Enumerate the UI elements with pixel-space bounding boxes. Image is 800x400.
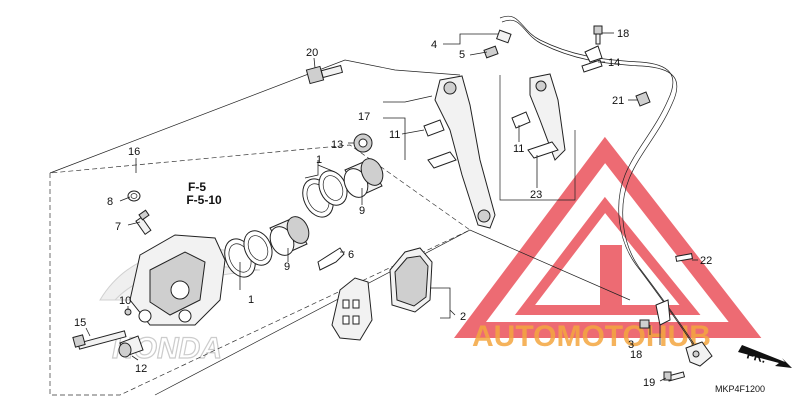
callout-11a: 11 <box>389 129 400 141</box>
bracket-subassembly-frame <box>499 75 576 201</box>
sensor-bolt <box>663 371 686 382</box>
callout-4: 4 <box>431 39 437 51</box>
reference-label-2: F-5-10 <box>186 193 222 207</box>
callout-23: 23 <box>530 189 542 201</box>
caliper-mounting-bolt <box>305 64 344 85</box>
callout-8: 8 <box>107 196 113 208</box>
callout-17: 17 <box>358 111 370 123</box>
bracket-pin-clip-main <box>423 119 445 137</box>
caliper-upper-frame <box>49 59 461 174</box>
callout-15: 15 <box>74 317 86 329</box>
piston-seal-set-upper <box>302 170 348 218</box>
watermark-text: AUTOMOTOHUB <box>472 320 711 353</box>
callout-13: 13 <box>331 139 343 151</box>
bleeder-cap <box>127 190 141 202</box>
sensor-connector <box>496 29 512 44</box>
watermark-triangle-logo <box>454 136 762 338</box>
wheel-speed-sensor <box>685 341 713 367</box>
pad-group-frame <box>154 229 631 396</box>
brake-pad-rear <box>389 247 433 313</box>
piston-seal-set-lower <box>224 230 273 278</box>
sensor-pin <box>675 253 693 262</box>
sensor-clamp-lower <box>639 299 671 329</box>
callout-14: 14 <box>608 57 620 69</box>
diagram-code: MKP4F1200 <box>715 384 765 394</box>
callout-19: 19 <box>643 377 655 389</box>
caliper-bracket <box>427 75 496 229</box>
wire-collar <box>635 91 651 107</box>
leader-lines <box>85 32 698 382</box>
piston-lower <box>269 216 310 256</box>
wire-clamp <box>581 45 603 73</box>
callout-2: 2 <box>460 311 466 323</box>
callout-1a: 1 <box>316 154 322 166</box>
front-direction-arrow <box>738 345 792 368</box>
bracket-pin-clip-sub <box>511 111 531 129</box>
callout-18b: 18 <box>630 349 642 361</box>
caliper-body <box>129 234 226 326</box>
callout-9b: 9 <box>284 261 290 273</box>
reference-label-1: F-5 <box>188 180 206 194</box>
callout-9a: 9 <box>359 205 365 217</box>
pad-spring <box>317 247 345 271</box>
callout-21: 21 <box>612 95 624 107</box>
callout-12: 12 <box>135 363 147 375</box>
caliper-assembly-outline <box>49 144 471 396</box>
callout-20: 20 <box>306 47 318 59</box>
bleeder-screw <box>135 209 152 235</box>
pad-pin-bolt <box>72 330 127 350</box>
callout-10: 10 <box>119 295 131 307</box>
sensor-wire-harness <box>499 15 701 363</box>
callout-22: 22 <box>700 255 712 267</box>
callout-3: 3 <box>628 339 634 351</box>
bracket-subassembly <box>527 73 566 161</box>
callout-5: 5 <box>459 49 465 61</box>
callout-1b: 1 <box>248 294 254 306</box>
callout-6: 6 <box>348 249 354 261</box>
dust-boot <box>353 133 373 153</box>
wire-grommet <box>483 45 499 59</box>
callout-18a: 18 <box>617 28 629 40</box>
clamp-bolt-upper <box>593 25 603 45</box>
brake-pad-front <box>331 277 373 341</box>
pin-plug <box>118 335 144 358</box>
callout-7: 7 <box>115 221 121 233</box>
direction-label: FR. <box>745 347 767 366</box>
callout-11b: 11 <box>513 143 524 155</box>
callout-16: 16 <box>128 146 140 158</box>
